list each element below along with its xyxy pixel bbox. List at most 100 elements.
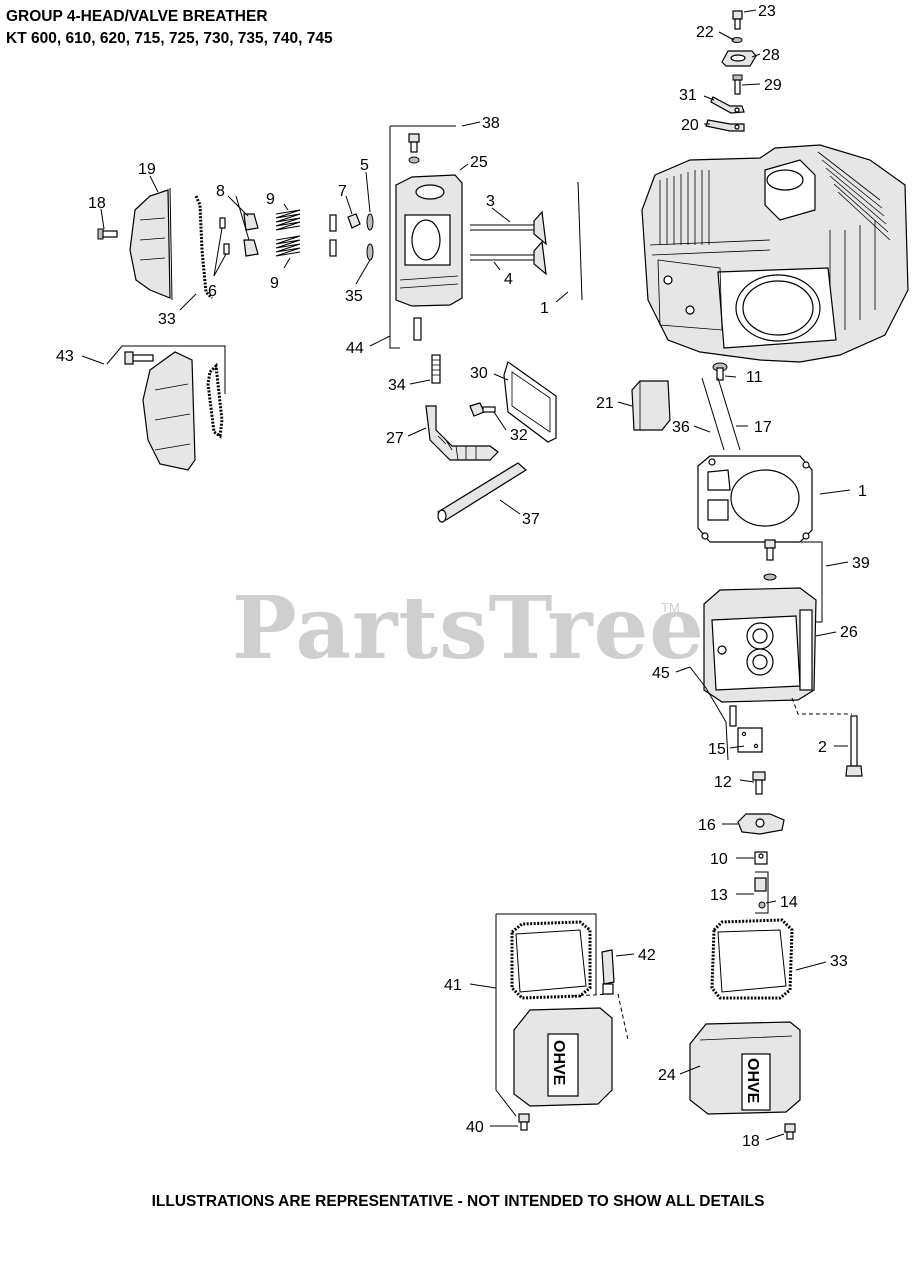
callout-1-top: 1 [540, 300, 549, 317]
nut-14 [758, 901, 766, 909]
screw-43 [124, 351, 154, 365]
callout-12: 12 [714, 774, 732, 791]
callout-7: 7 [338, 183, 347, 200]
bracket-line-43 [106, 345, 226, 394]
callout-22: 22 [696, 24, 714, 41]
callout-8: 8 [216, 183, 225, 200]
screw-32 [469, 402, 496, 417]
callout-16: 16 [698, 817, 716, 834]
plate-15 [737, 727, 763, 753]
head-gasket-1-thin [577, 181, 583, 301]
screw-23 [732, 10, 743, 30]
callout-36: 36 [672, 419, 690, 436]
callout-38: 38 [482, 115, 500, 132]
pivot-10 [754, 851, 768, 865]
callout-4: 4 [504, 271, 513, 288]
leader-lines [81, 9, 851, 1141]
gasket-41 [510, 920, 592, 1000]
bolt-2 [845, 715, 863, 777]
cap-7 [347, 213, 361, 229]
callout-20: 20 [681, 117, 699, 134]
stud-12 [752, 771, 766, 795]
head-gasket-1 [697, 455, 813, 543]
gasket-33-inner [717, 929, 787, 993]
screw-18-left [97, 228, 118, 240]
screw-38 [408, 133, 420, 164]
dashed-line-2 [791, 697, 852, 715]
screw-40 [518, 1113, 530, 1131]
gasket-43 [206, 362, 224, 439]
callout-39: 39 [852, 555, 870, 572]
callout-28: 28 [762, 47, 780, 64]
svg-text:OHVE: OHVE [550, 1040, 567, 1086]
washer-22 [731, 37, 743, 43]
screw-39 [763, 539, 777, 581]
bracket-line-38-44 [389, 125, 456, 349]
callout-23: 23 [758, 3, 776, 20]
model-list: KT 600, 610, 620, 715, 725, 730, 735, 74… [6, 30, 333, 47]
adjuster-13 [754, 877, 767, 892]
washer-5 [366, 213, 374, 231]
disclaimer-footer: ILLUSTRATIONS ARE REPRESENTATIVE - NOT I… [151, 1193, 765, 1210]
breather-cover-43 [142, 351, 196, 471]
callout-5: 5 [360, 157, 369, 174]
bracket-line-13 [755, 871, 769, 914]
callout-42: 42 [638, 947, 656, 964]
valve-cover-41: OHVE [513, 1007, 613, 1107]
callout-44: 44 [346, 340, 364, 357]
clip-20 [705, 119, 745, 132]
callout-33-right: 33 [830, 953, 848, 970]
valve-3 [470, 210, 547, 246]
rocker-arm-16 [737, 813, 785, 835]
breather-fitting-42 [601, 949, 615, 995]
push-rods-36-17 [701, 377, 741, 451]
callout-24: 24 [658, 1067, 676, 1084]
callout-9-top: 9 [266, 191, 275, 208]
callout-40: 40 [466, 1119, 484, 1136]
callout-37: 37 [522, 511, 540, 528]
clip-31 [710, 96, 745, 114]
callout-26: 26 [840, 624, 858, 641]
gasket-41-inner [515, 929, 587, 993]
callout-3: 3 [486, 193, 495, 210]
callout-33-left: 33 [158, 311, 176, 328]
valve-springs-9 [275, 209, 301, 257]
partstree-watermark: PartsTree [232, 578, 706, 679]
valve-stem-seals [329, 214, 337, 257]
callout-6: 6 [208, 283, 217, 300]
trademark-mark: TM [661, 600, 680, 615]
plug-11 [712, 362, 728, 381]
callout-10: 10 [710, 851, 728, 868]
bracket-line-39 [778, 541, 823, 623]
bracket-28 [721, 50, 757, 67]
callout-19: 19 [138, 161, 156, 178]
valve-4 [470, 240, 547, 276]
stud-29 [732, 74, 743, 95]
callout-30: 30 [470, 365, 488, 382]
callout-21: 21 [596, 395, 614, 412]
diagram-title: GROUP 4-HEAD/VALVE BREATHER [6, 8, 268, 25]
dowel-44 [413, 317, 422, 341]
dashed-line-42 [571, 993, 629, 1041]
crankcase-assembly [641, 144, 909, 363]
tube-37 [437, 462, 528, 523]
callout-9-bottom: 9 [270, 275, 279, 292]
gasket-33-left [194, 195, 214, 300]
dowel-45 [729, 705, 737, 727]
callout-43: 43 [56, 348, 74, 365]
keepers-8-6 [219, 213, 259, 257]
callout-17: 17 [754, 419, 772, 436]
callout-2: 2 [818, 739, 827, 756]
callout-45: 45 [652, 665, 670, 682]
callout-13: 13 [710, 887, 728, 904]
valve-cover-24: OHVE [689, 1021, 801, 1115]
stud-34 [431, 354, 441, 384]
callout-11: 11 [746, 369, 763, 386]
screw-18-right [784, 1123, 796, 1140]
cylinder-head-25 [395, 174, 463, 307]
callout-27: 27 [386, 430, 404, 447]
callout-31: 31 [679, 87, 697, 104]
callout-32: 32 [510, 427, 528, 444]
callout-18-left: 18 [88, 195, 106, 212]
